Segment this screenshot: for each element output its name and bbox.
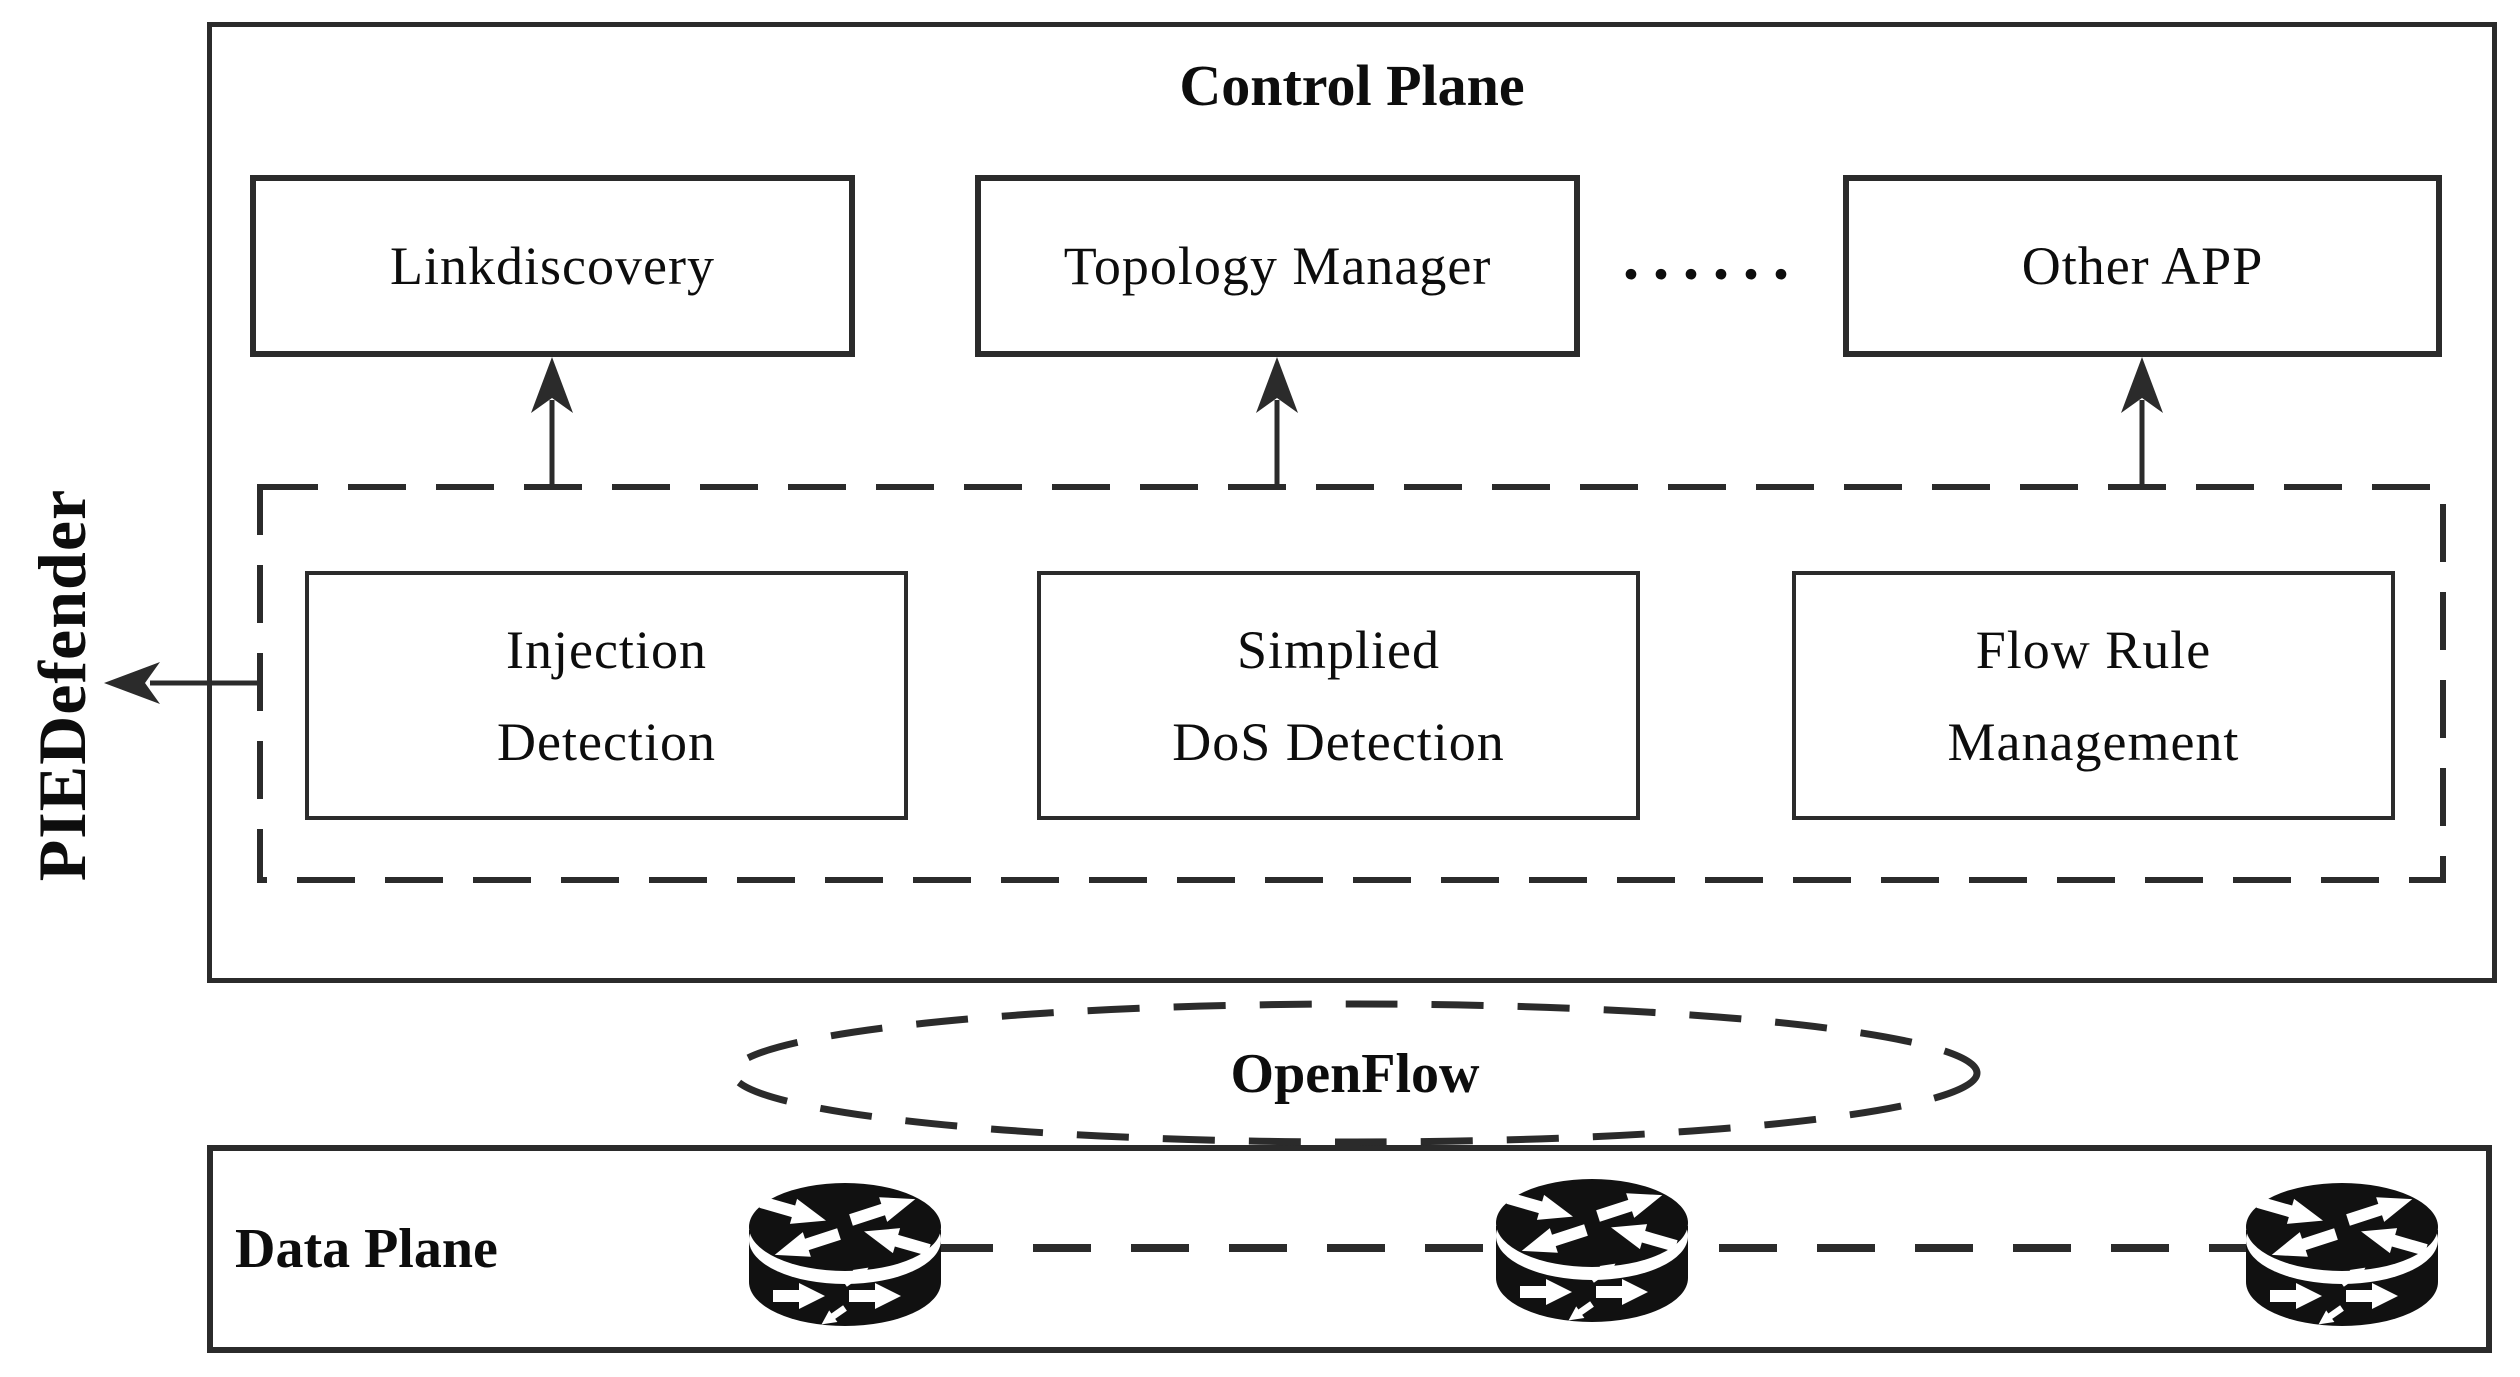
module-label-flow-rule-management: Flow Rule Management <box>1948 604 2240 788</box>
control-plane-box <box>207 22 2497 983</box>
app-box-linkdiscovery: Linkdiscovery <box>250 175 855 357</box>
piedefender-label: PIEDefender <box>23 488 100 882</box>
module-label-line2: DoS Detection <box>1172 711 1505 772</box>
module-label-line1: Flow Rule <box>1975 619 2212 680</box>
app-box-other-app: Other APP <box>1843 175 2442 357</box>
app-label-linkdiscovery: Linkdiscovery <box>390 236 715 296</box>
data-plane-label: Data Plane <box>235 1218 498 1280</box>
data-plane-box <box>207 1145 2492 1353</box>
openflow-label: OpenFlow <box>1230 1043 1480 1105</box>
module-label-line1: Simplied <box>1236 619 1440 680</box>
module-label-injection-detection: Injection Detection <box>497 604 716 788</box>
app-label-topology-manager: Topology Manager <box>1063 236 1492 296</box>
module-label-dos-detection: Simplied DoS Detection <box>1172 604 1504 788</box>
module-label-line2: Management <box>1947 711 2240 772</box>
ellipsis-dots: ······ <box>1619 238 1801 311</box>
module-label-line1: Injection <box>506 619 707 680</box>
app-label-other-app: Other APP <box>2021 236 2264 296</box>
control-plane-title: Control Plane <box>1179 53 1525 118</box>
module-box-flow-rule-management: Flow Rule Management <box>1792 571 2395 820</box>
module-label-line2: Detection <box>497 711 716 772</box>
app-box-topology-manager: Topology Manager <box>975 175 1580 357</box>
module-box-injection-detection: Injection Detection <box>305 571 908 820</box>
module-box-dos-detection: Simplied DoS Detection <box>1037 571 1640 820</box>
